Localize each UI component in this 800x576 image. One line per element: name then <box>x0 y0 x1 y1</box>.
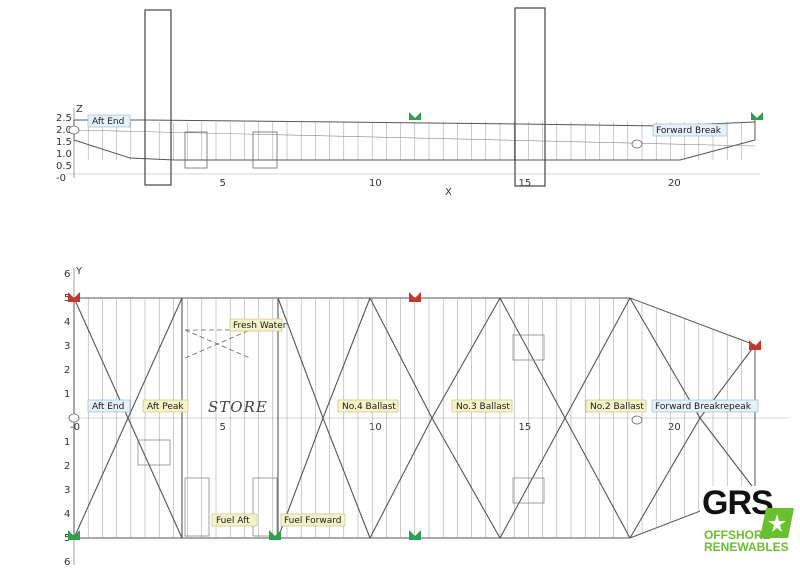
plan-y-tick-label: 3 <box>64 341 70 352</box>
svg-text:Forward Break: Forward Break <box>656 126 722 136</box>
windmill-star-icon <box>760 508 794 538</box>
side-x-tick-label: 10 <box>369 178 382 189</box>
plan-view: Y 6 5 4 3 2 1 1 2 3 4 5 6 -0 5 10 15 20 <box>64 266 790 568</box>
plan-green-marker-mid-bottom <box>409 530 421 540</box>
plan-label-store: STORE <box>208 398 268 416</box>
side-green-marker-mid <box>409 112 421 120</box>
plan-red-marker-bow <box>749 340 761 350</box>
logo-line-offshore: OFFSHORE <box>704 528 771 542</box>
svg-text:Forward Breakrepeak: Forward Breakrepeak <box>655 402 752 412</box>
side-x-ticks: 5 10 15 20 <box>220 178 681 189</box>
side-fwd-spud-leg <box>514 7 546 187</box>
side-x-tick-label: 20 <box>668 178 681 189</box>
plan-label-no3-ballast: No.3 Ballast <box>451 399 513 413</box>
plan-x-tick-label: -0 <box>70 422 80 433</box>
plan-y-tick-label: 5 <box>64 533 70 544</box>
plan-label-aft-end: Aft End <box>87 399 131 413</box>
plan-x-tick-label: 10 <box>369 422 382 433</box>
plan-tank-fuel-aft <box>184 477 210 537</box>
plan-y-axis-name: Y <box>75 266 83 277</box>
plan-fwd-marker <box>631 415 643 425</box>
plan-y-tick-label: 2 <box>64 365 70 376</box>
plan-y-tick-label: 5 <box>64 293 70 304</box>
plan-red-marker-mid-top <box>409 292 421 302</box>
plan-x-ticks: -0 5 10 15 20 <box>70 422 681 433</box>
svg-text:Aft End: Aft End <box>92 117 124 127</box>
side-aft-origin-marker <box>68 125 80 135</box>
svg-text:Aft Peak: Aft Peak <box>147 402 184 412</box>
plan-y-tick-label: 1 <box>64 389 70 400</box>
svg-text:No.3 Ballast: No.3 Ballast <box>456 402 510 412</box>
side-label-forward-break: Forward Break <box>652 123 728 137</box>
logo-line-renewables: RENEWABLES <box>704 540 789 554</box>
side-x-tick-label: 5 <box>220 178 226 189</box>
plan-x-tick-label: 20 <box>668 422 681 433</box>
side-x-axis-name: X <box>445 187 452 198</box>
svg-text:No.4 Ballast: No.4 Ballast <box>342 402 396 412</box>
side-deckhouse-2 <box>252 131 278 169</box>
side-z-axis-name: Z <box>76 104 83 115</box>
plan-y-tick-label: 6 <box>64 557 70 568</box>
svg-text:Fresh Water: Fresh Water <box>233 321 287 331</box>
plan-y-tick-label: 4 <box>64 317 70 328</box>
plan-origin-marker <box>68 413 80 423</box>
svg-text:Fuel Aft: Fuel Aft <box>216 516 250 526</box>
plan-label-aft-peak: Aft Peak <box>142 399 189 413</box>
plan-tank-fuel-forward <box>252 477 278 537</box>
plan-green-marker-frame-bottom <box>269 530 281 540</box>
plan-y-ticks: 6 5 4 3 2 1 1 2 3 4 5 6 <box>64 269 70 568</box>
plan-red-marker-aft-top <box>68 292 80 302</box>
side-z-tick-label: -0 <box>56 173 66 184</box>
side-view: Z X 2.52.01.51.00.5-0 5 10 15 20 Aft End <box>56 7 763 198</box>
plan-y-tick-label: 1 <box>64 437 70 448</box>
side-x-tick-label: 15 <box>519 178 532 189</box>
side-frames <box>87 122 742 160</box>
plan-y-tick-label: 6 <box>64 269 70 280</box>
side-z-tick-label: 1.5 <box>56 137 72 148</box>
plan-tank-fwd-lower <box>512 477 545 504</box>
plan-frames <box>87 298 742 538</box>
plan-x-tick-label: 5 <box>220 422 226 433</box>
side-z-tick-label: 0.5 <box>56 161 72 172</box>
side-fwd-marker <box>631 139 643 149</box>
plan-label-no4-ballast: No.4 Ballast <box>337 399 399 413</box>
side-z-tick-label: 2.0 <box>56 125 72 136</box>
plan-label-fresh-water: Fresh Water <box>229 318 287 332</box>
side-z-ticks: 2.52.01.51.00.5-0 <box>56 113 72 184</box>
side-hull-bottom <box>73 139 756 161</box>
side-deckhouse-1 <box>184 131 208 169</box>
plan-y-tick-label: 4 <box>64 509 70 520</box>
plan-green-marker-aft-bottom <box>68 530 80 540</box>
plan-y-tick-label: 3 <box>64 485 70 496</box>
svg-text:Fuel Forward: Fuel Forward <box>284 516 341 526</box>
plan-label-fuel-aft: Fuel Aft <box>211 513 258 527</box>
side-green-marker-bow <box>751 112 763 120</box>
plan-label-no2-ballast: No.2 Ballast <box>585 399 647 413</box>
side-label-aft-end: Aft End <box>87 114 131 128</box>
svg-text:No.2 Ballast: No.2 Ballast <box>590 402 644 412</box>
plan-x-tick-label: 15 <box>519 422 532 433</box>
plan-tank-fwd-upper <box>512 334 545 361</box>
plan-tank-aft-peak-small <box>137 439 171 466</box>
side-z-tick-label: 1.0 <box>56 149 72 160</box>
grs-logo: GRS OFFSHORE RENEWABLES <box>700 486 796 562</box>
svg-text:Aft End: Aft End <box>92 402 124 412</box>
side-z-tick-label: 2.5 <box>56 113 72 124</box>
plan-diagonal-bracing <box>73 297 756 539</box>
plan-label-forward-breakrepeak: Forward Breakrepeak <box>651 399 759 413</box>
plan-y-tick-label: 2 <box>64 461 70 472</box>
plan-label-fuel-forward: Fuel Forward <box>280 513 346 527</box>
side-aft-spud-leg <box>144 9 172 186</box>
plan-fresh-water-region <box>184 329 251 359</box>
logo-brand-text: GRS <box>702 484 774 522</box>
